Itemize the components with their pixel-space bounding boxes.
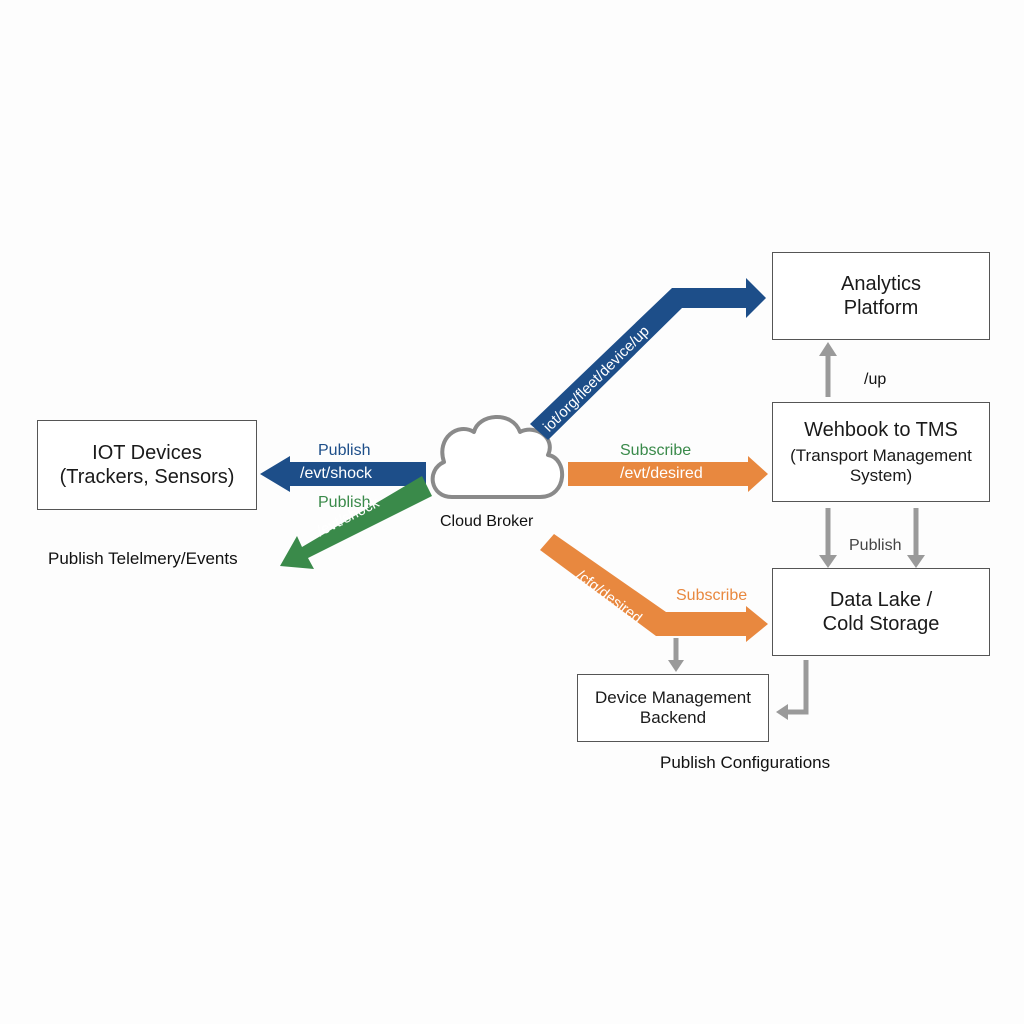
node-datalake-line1: Data Lake /	[829, 589, 933, 611]
cloud-broker-label: Cloud Broker	[440, 513, 534, 530]
arrow-analytics-topic	[530, 278, 766, 440]
node-data-lake[interactable]: Data Lake / Cold Storage	[772, 568, 990, 656]
node-analytics-line2: Platform	[843, 297, 919, 319]
gray-publish-action: Publish	[849, 537, 902, 554]
node-device-management[interactable]: Device Management Backend	[577, 674, 769, 742]
node-iot-devices-line2: (Trackers, Sensors)	[59, 466, 235, 488]
arrow-publish-blue	[260, 456, 426, 492]
node-analytics-platform[interactable]: Analytics Platform	[772, 252, 990, 340]
node-iot-devices-line1: IOT Devices	[92, 442, 202, 464]
node-analytics-line1: Analytics	[840, 273, 922, 295]
arrow-cfg-orange	[540, 534, 768, 642]
green-publish-action: Publish	[318, 494, 371, 511]
gray-arrowheads	[668, 342, 925, 720]
node-webhook-line1: Wehbook to TMS	[804, 418, 958, 441]
arrow-subscribe-orange	[568, 456, 768, 492]
node-webhook-tms[interactable]: Wehbook to TMS (Transport Management Sys…	[772, 402, 990, 502]
telemetry-caption: Publish Telelmery/Events	[48, 549, 238, 568]
gray-connectors	[673, 354, 919, 715]
cfg-subscribe-action: Subscribe	[676, 587, 748, 604]
node-device-mgmt-line1: Device Management	[595, 687, 751, 707]
node-webhook-line3: System)	[849, 466, 913, 485]
node-iot-devices[interactable]: IOT Devices (Trackers, Sensors)	[37, 420, 257, 510]
orange-subscribe-topic: /evt/desired	[620, 465, 703, 482]
node-device-mgmt-line2: Backend	[639, 708, 707, 727]
blue-publish-action: Publish	[318, 442, 371, 459]
webhook-up-topic: /up	[864, 371, 887, 388]
arrow-publish-green	[280, 476, 432, 569]
configurations-caption: Publish Configurations	[660, 753, 831, 772]
blue-publish-topic: /evt/shock	[300, 465, 373, 482]
node-datalake-line2: Cold Storage	[822, 613, 940, 635]
cloud-icon	[430, 415, 564, 499]
node-webhook-line2: (Transport Management	[790, 445, 972, 465]
orange-subscribe-action: Subscribe	[620, 442, 692, 459]
